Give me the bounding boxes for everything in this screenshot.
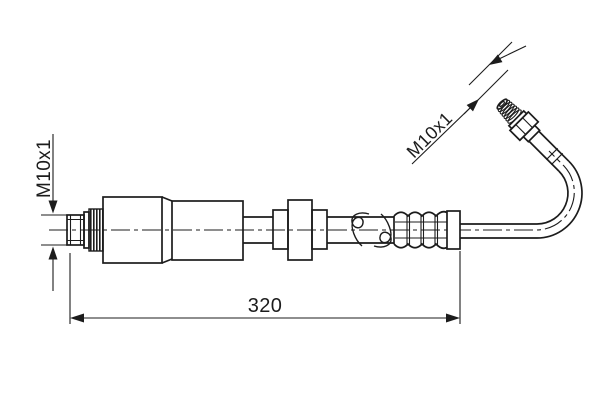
- arrowhead: [70, 313, 84, 323]
- right-crimp-fitting: [393, 210, 461, 250]
- arrowhead: [489, 54, 503, 65]
- length-dimension: 320: [69, 251, 461, 324]
- arrowhead: [48, 246, 58, 260]
- right-fitting-end-cap: [446, 210, 461, 250]
- left-fitting-knurl: [88, 208, 104, 252]
- rigid-tube-bend: [460, 130, 583, 239]
- left-thread-size-label: M10x1: [34, 139, 55, 198]
- left-thread-dimension: M10x1: [34, 134, 69, 291]
- right-thread-size-label: M10x1: [403, 108, 457, 162]
- angled-thread-fitting: [496, 98, 541, 143]
- hose-centerline: [49, 150, 575, 231]
- direction-arrow-shaft: [499, 45, 527, 59]
- mounting-grommet: [272, 199, 328, 261]
- arrowhead: [48, 200, 58, 214]
- left-crimp-sleeve: [102, 196, 244, 264]
- tube-sleeve-band: [545, 147, 559, 161]
- thread-rings: [496, 98, 522, 124]
- label-leader-shaft: [411, 107, 471, 165]
- length-value-label: 320: [248, 295, 283, 317]
- arrowhead: [446, 313, 460, 323]
- hose-section-left: [243, 216, 273, 244]
- arrowhead: [466, 99, 479, 112]
